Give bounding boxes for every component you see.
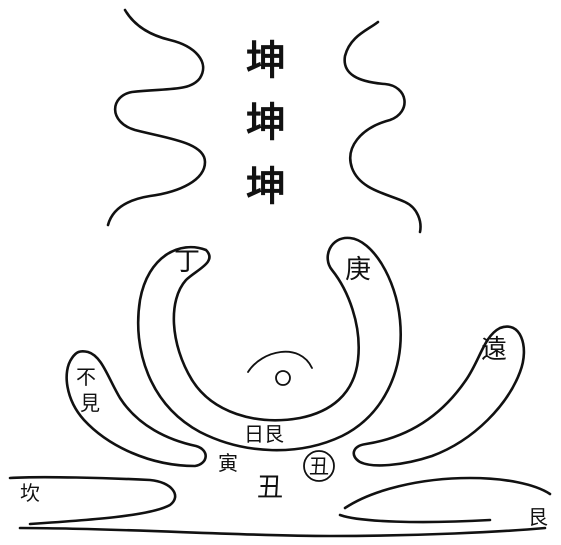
label-center-a: 日艮 xyxy=(244,422,284,446)
label-bottom-left: 坎 xyxy=(20,481,40,505)
kun-char-1: 坤 xyxy=(246,37,286,84)
bottom-right-foot xyxy=(345,478,550,508)
label-bottom-right: 艮 xyxy=(528,505,548,529)
kun-char-3: 坤 xyxy=(246,163,286,210)
label-geng: 庚 xyxy=(345,255,371,285)
right-wavy-ridge xyxy=(345,22,421,232)
label-circled: 丑 xyxy=(309,454,329,478)
label-center-b: 寅 xyxy=(218,451,238,475)
label-ding: 丁 xyxy=(174,247,200,277)
label-yuan: 遠 xyxy=(481,335,507,365)
kun-char-2: 坤 xyxy=(246,99,286,146)
left-wavy-ridge xyxy=(108,10,205,225)
bottom-baseline xyxy=(20,528,545,536)
center-small-circle xyxy=(276,371,290,385)
label-bujian-1: 不 xyxy=(76,365,96,389)
bottom-right-foot-lower xyxy=(340,515,490,522)
center-arc xyxy=(248,352,312,372)
label-bujian-2: 見 xyxy=(80,391,100,415)
label-center-c: 丑 xyxy=(257,473,283,503)
